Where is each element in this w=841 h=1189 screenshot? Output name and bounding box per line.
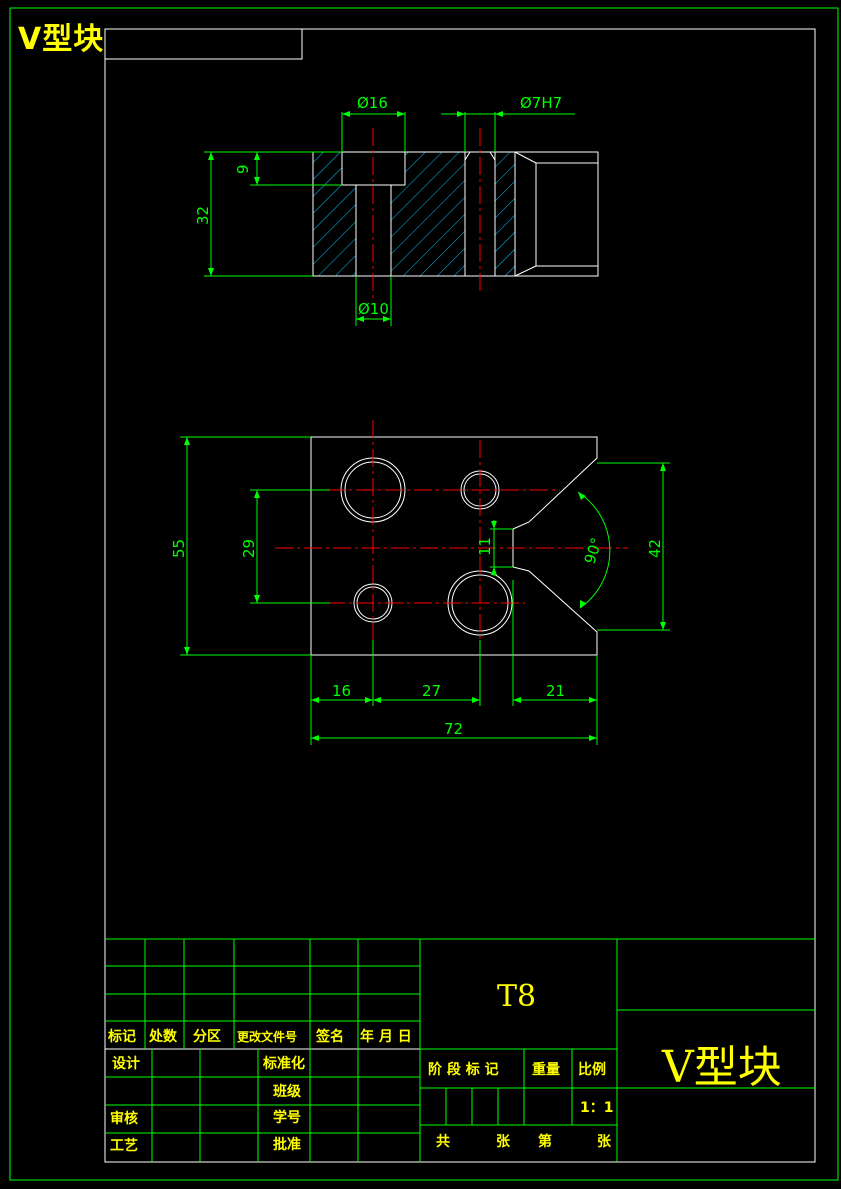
dim-front-height: 55 bbox=[170, 539, 188, 558]
front-view: 55 29 11 90° 42 16 27 21 bbox=[170, 420, 670, 745]
dim-27: 27 bbox=[422, 682, 441, 700]
hdr-zone: 分区 bbox=[193, 1029, 221, 1045]
dim-21: 21 bbox=[546, 682, 565, 700]
label-approve: 批准 bbox=[273, 1136, 301, 1153]
label-design: 设计 bbox=[112, 1055, 140, 1072]
drawing-title-tag: V型块 bbox=[18, 22, 105, 57]
dim-depth: 9 bbox=[234, 164, 252, 174]
hatch-region-3 bbox=[495, 152, 515, 276]
label-total: 共 bbox=[436, 1133, 450, 1150]
dim-16: 16 bbox=[332, 682, 351, 700]
dim-bore-dia: Ø16 bbox=[357, 94, 388, 112]
dim-v-height: 42 bbox=[646, 539, 664, 558]
dim-hole-spacing: 29 bbox=[240, 539, 258, 558]
dim-pin-dia: Ø7H7 bbox=[520, 94, 562, 112]
label-standardization: 标准化 bbox=[262, 1055, 305, 1072]
scale-value: 1：1 bbox=[580, 1100, 613, 1116]
label-review: 审核 bbox=[110, 1110, 138, 1127]
hdr-count: 处数 bbox=[148, 1028, 178, 1045]
label-sheets: 张 bbox=[496, 1134, 511, 1150]
outer-border bbox=[9, 7, 839, 1181]
hdr-signature: 签名 bbox=[315, 1028, 344, 1045]
dim-total-width: 72 bbox=[444, 720, 463, 738]
title-block bbox=[105, 938, 815, 1162]
title-tag-box bbox=[105, 29, 303, 60]
dim-hole-dia: Ø10 bbox=[358, 300, 389, 318]
label-class: 班级 bbox=[273, 1083, 302, 1100]
title-block-text: 标记 处数 分区 更改文件号 签名 年 月 日 设计 审核 工艺 标准化 班级 … bbox=[107, 979, 782, 1154]
dim-slot-width: 11 bbox=[476, 537, 494, 556]
dim-v-angle: 90° bbox=[581, 535, 606, 566]
part-name: V型块 bbox=[661, 1042, 782, 1093]
hdr-mark: 标记 bbox=[107, 1028, 136, 1045]
inner-frame bbox=[104, 28, 816, 1163]
top-view-outline bbox=[312, 151, 599, 277]
label-student-no: 学号 bbox=[273, 1109, 301, 1126]
label-stage-mark: 阶 段 标 记 bbox=[428, 1061, 499, 1078]
label-weight: 重量 bbox=[532, 1061, 560, 1078]
dim-height: 32 bbox=[194, 206, 212, 225]
label-sheet-no: 第 bbox=[538, 1133, 552, 1150]
top-view: Ø16 Ø7H7 9 32 Ø10 bbox=[194, 94, 599, 326]
label-sheet-word: 张 bbox=[597, 1134, 612, 1150]
label-process: 工艺 bbox=[110, 1137, 138, 1154]
label-scale: 比例 bbox=[578, 1061, 606, 1078]
material-value: T8 bbox=[497, 979, 536, 1014]
hdr-date: 年 月 日 bbox=[360, 1028, 412, 1045]
hdr-change-doc: 更改文件号 bbox=[237, 1029, 297, 1044]
